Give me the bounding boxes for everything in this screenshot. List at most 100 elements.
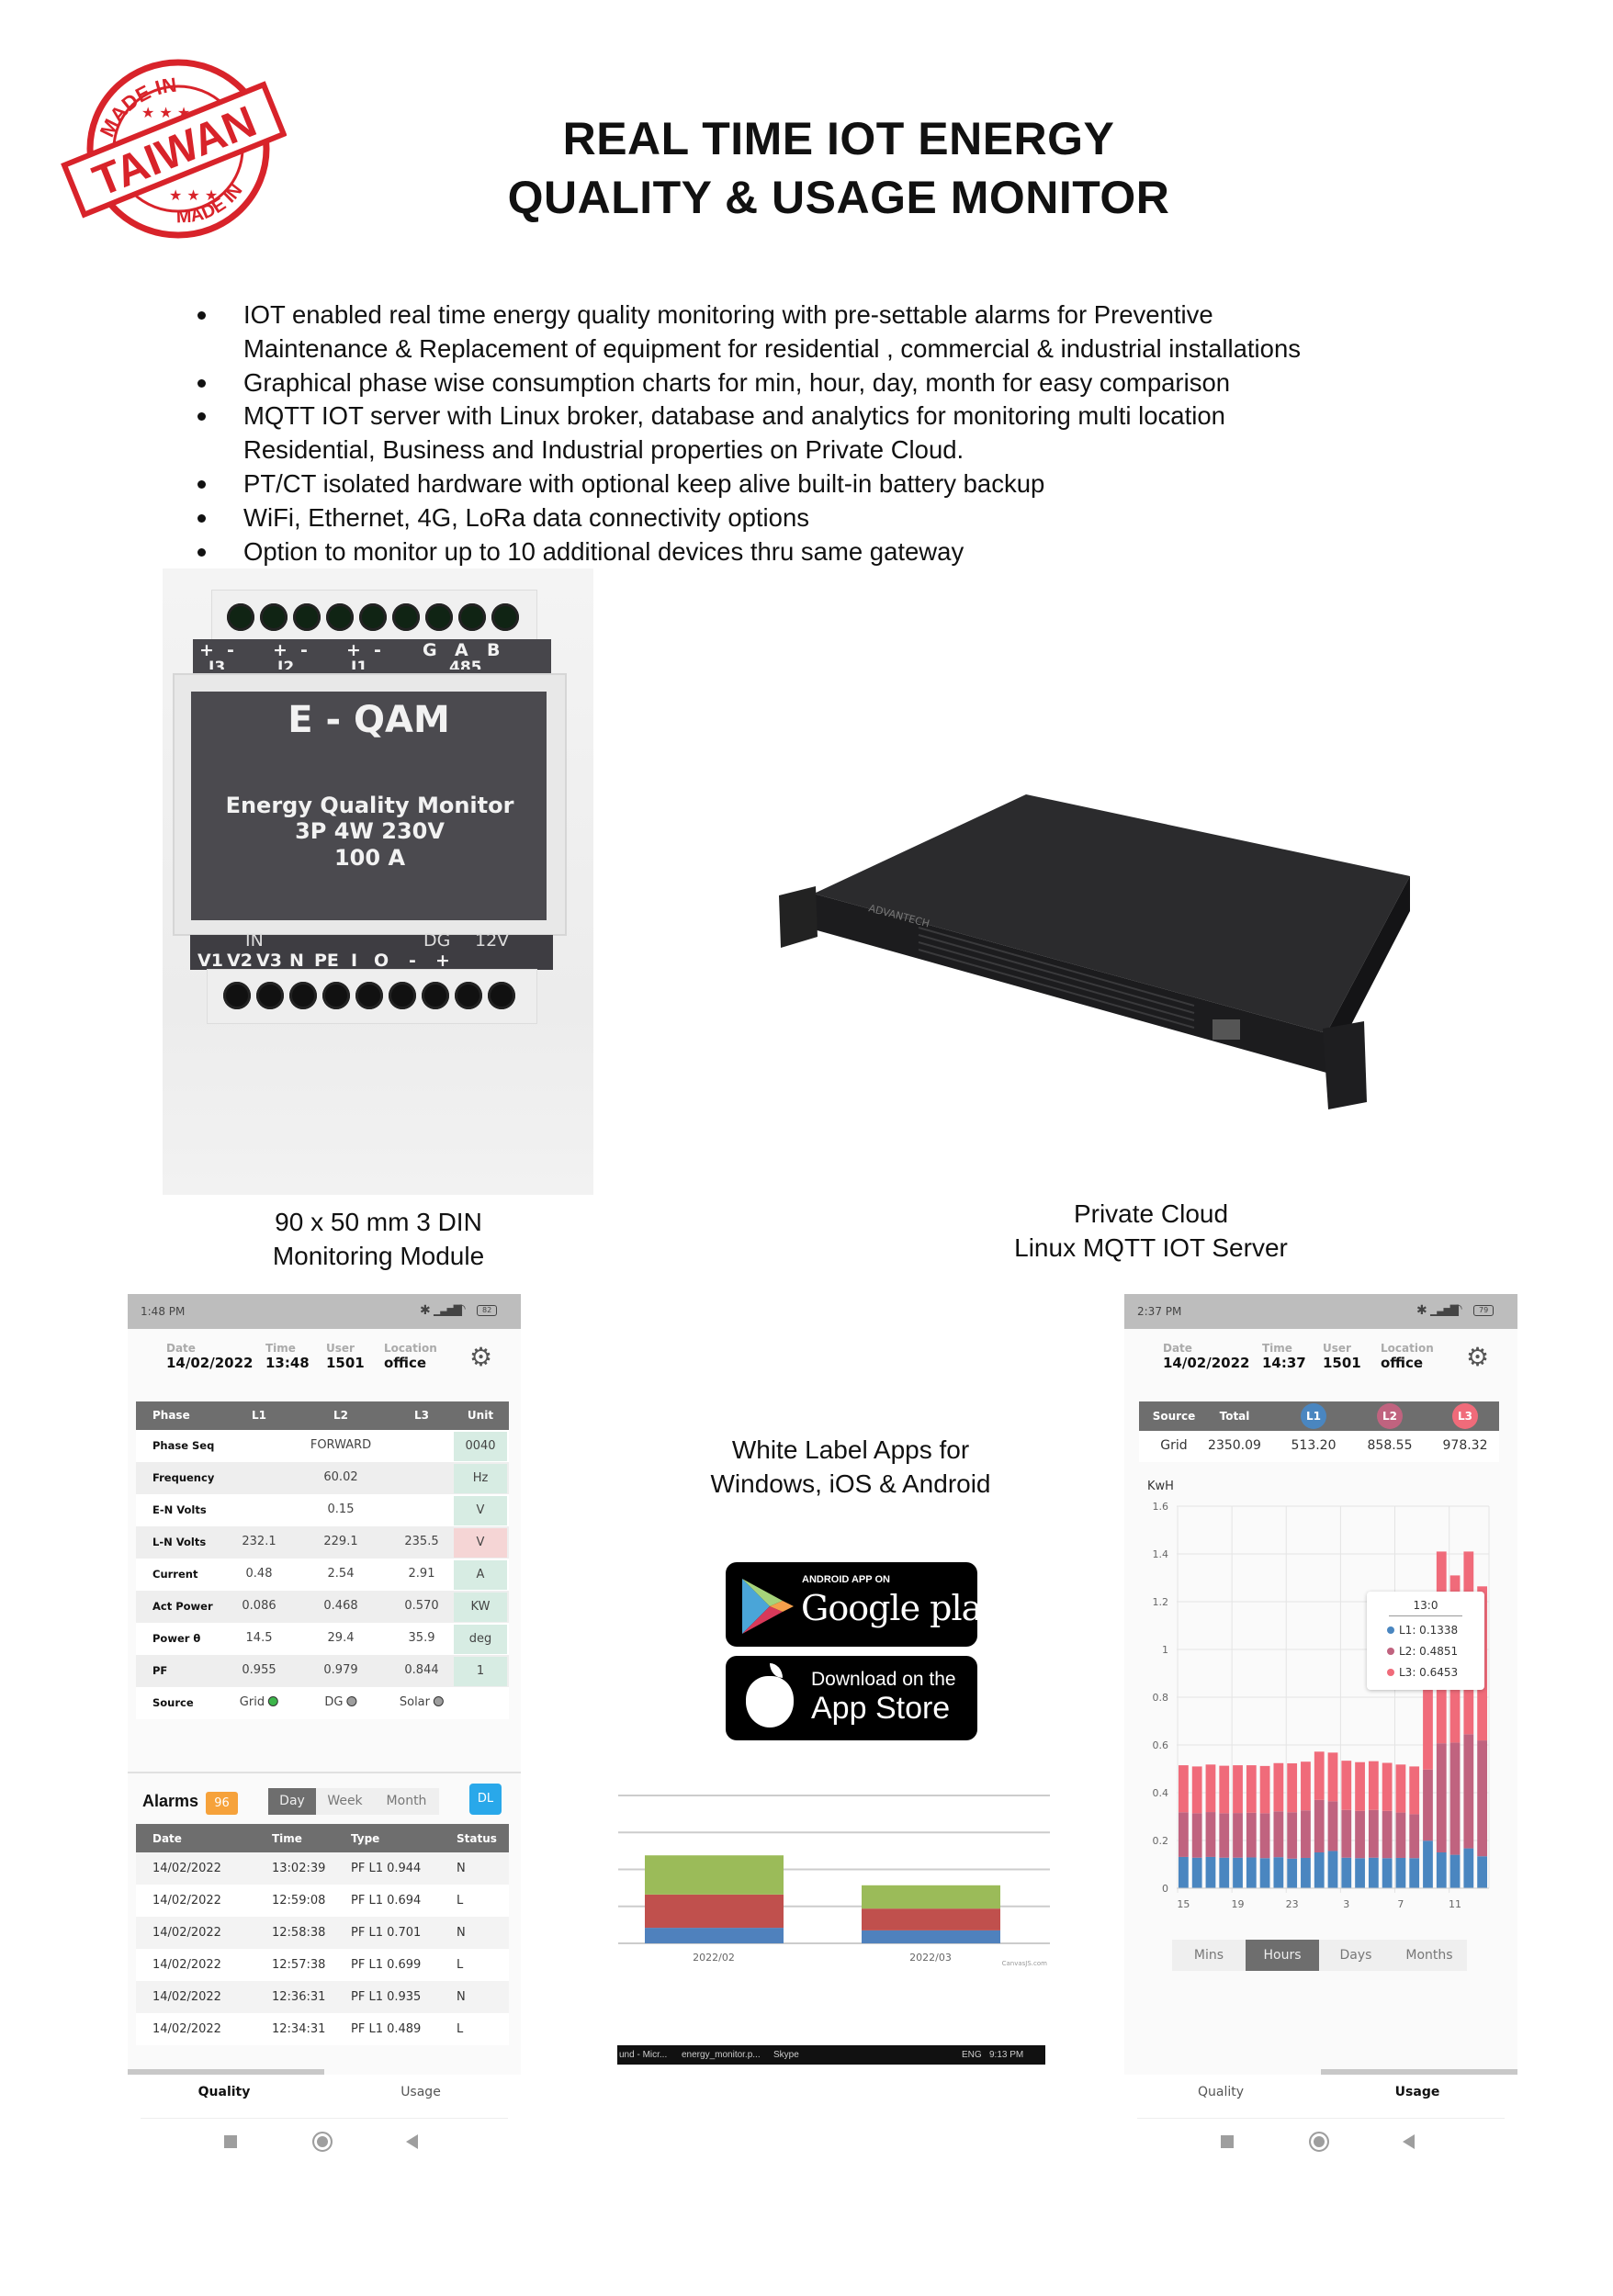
- google-play-badge[interactable]: ANDROID APP ON Google play: [726, 1562, 1001, 1647]
- nav-recents-icon[interactable]: [1221, 2135, 1234, 2148]
- bar-segment-L1: [1463, 1848, 1474, 1888]
- terminal-label: -: [409, 951, 416, 971]
- terminal-hole-top: [293, 603, 321, 631]
- range-button-days[interactable]: Days: [1339, 1948, 1372, 1963]
- nav-home-icon[interactable]: [1309, 2132, 1329, 2152]
- monitoring-module-photo: E - QAM Energy Quality Monitor 3P 4W 230…: [163, 568, 593, 1195]
- alarm-tab-month[interactable]: Month: [386, 1794, 427, 1808]
- apps-caption-1: White Label Apps for: [731, 1435, 970, 1464]
- bar-segment-L2: [1191, 1813, 1202, 1858]
- server-photo: ADVANTECH: [779, 794, 1410, 1109]
- terminal-hole-bottom: [455, 982, 482, 1009]
- bottom-bar-bg: [128, 2075, 521, 2169]
- module-brand: E - QAM: [288, 699, 450, 741]
- tab-quality[interactable]: Quality: [1197, 2085, 1245, 2099]
- bar-segment-L3: [1355, 1761, 1365, 1811]
- column-header: Total: [1219, 1410, 1250, 1423]
- settings-gear-icon[interactable]: ⚙: [1466, 1342, 1490, 1372]
- taskbar-item[interactable]: und - Micr...: [619, 2050, 668, 2060]
- terminal-label: N: [289, 951, 304, 971]
- alarm-cell: 13:02:39: [272, 1862, 326, 1875]
- tab-indicator: [1321, 2069, 1517, 2075]
- terminal-label: I3: [209, 658, 226, 677]
- bar-segment-L2: [1355, 1810, 1365, 1859]
- nav-back-icon[interactable]: [406, 2134, 418, 2149]
- terminal-label: V2: [227, 951, 253, 971]
- bar-segment-L2: [1449, 1742, 1461, 1855]
- settings-gear-icon[interactable]: ⚙: [469, 1342, 493, 1372]
- bar-segment-L3: [1368, 1761, 1379, 1810]
- source-name: Grid: [239, 1695, 269, 1709]
- module-caption-2: Monitoring Module: [272, 1242, 485, 1270]
- app-store-badge[interactable]: Download on the App Store: [726, 1656, 977, 1740]
- alarm-tab-week[interactable]: Week: [327, 1794, 363, 1808]
- row-label: E-N Volts: [152, 1503, 207, 1516]
- bar-segment-L3: [1273, 1762, 1284, 1812]
- tab-usage[interactable]: Usage: [1394, 2085, 1440, 2099]
- bullet-text: Option to monitor up to 10 additional de…: [243, 536, 964, 566]
- bar-segment-L3: [645, 1855, 784, 1895]
- range-button-hours[interactable]: Hours: [1246, 1940, 1319, 1971]
- apps-caption-2: Windows, iOS & Android: [710, 1469, 991, 1498]
- alarm-cell: 12:34:31: [272, 2022, 326, 2036]
- bar-segment-L1: [1314, 1852, 1325, 1888]
- x-tick-label: 2022/02: [693, 1952, 735, 1964]
- terminal-hole-bottom: [322, 982, 350, 1009]
- alarm-cell: 14/02/2022: [152, 1862, 221, 1875]
- bar-segment-L2: [1382, 1810, 1393, 1859]
- tab-quality[interactable]: Quality: [197, 2085, 251, 2099]
- row-value: 0.15: [327, 1503, 355, 1516]
- bar-segment-L3: [1327, 1752, 1338, 1802]
- alarm-cell: 12:57:38: [272, 1958, 326, 1972]
- range-button-months[interactable]: Months: [1405, 1948, 1453, 1963]
- summary-cell: 978.32: [1442, 1438, 1488, 1453]
- terminal-label: I1: [351, 658, 368, 677]
- row-label: Power θ: [152, 1632, 201, 1645]
- phase-badge-l1: L1: [1301, 1403, 1326, 1429]
- bar-segment-L1: [1191, 1857, 1202, 1888]
- taskbar-clock: 9:13 PM: [989, 2050, 1024, 2060]
- unit-cell: 1: [454, 1657, 507, 1686]
- source-grid: Grid: [239, 1695, 279, 1709]
- header-user-value: 1501: [1323, 1355, 1361, 1371]
- wifi-icon: ◠: [1452, 1302, 1463, 1316]
- x-tick-label: 23: [1286, 1898, 1299, 1910]
- column-header: Status: [457, 1832, 497, 1845]
- bullet-dot: [197, 479, 206, 489]
- range-button-mins[interactable]: Mins: [1193, 1948, 1224, 1963]
- bar-segment-L1: [1259, 1858, 1270, 1888]
- alarm-count-badge: 96: [206, 1792, 238, 1815]
- bullet-item: WiFi, Ethernet, 4G, LoRa data connectivi…: [197, 501, 1301, 535]
- row-value-l1: 0.48: [245, 1567, 273, 1581]
- bullet-item: Option to monitor up to 10 additional de…: [197, 535, 1301, 569]
- nav-back-icon[interactable]: [1403, 2134, 1415, 2149]
- x-tick-label: 19: [1232, 1898, 1245, 1910]
- tab-usage[interactable]: Usage: [400, 2085, 441, 2099]
- header-date-value: 14/02/2022: [166, 1355, 254, 1371]
- download-button[interactable]: DL: [469, 1784, 502, 1815]
- app-store-big: App Store: [811, 1691, 951, 1726]
- y-tick-label: 0.6: [1153, 1739, 1169, 1751]
- row-value-l2: 0.979: [323, 1663, 358, 1677]
- bar-segment-L1: [862, 1930, 1000, 1943]
- source-name: DG: [324, 1695, 347, 1709]
- terminal-hole-bottom: [289, 982, 317, 1009]
- nav-home-icon[interactable]: [312, 2132, 333, 2152]
- header-time-value: 14:37: [1262, 1355, 1306, 1371]
- source-dg: DG: [324, 1695, 357, 1709]
- page-title-line2: QUALITY & USAGE MONITOR: [507, 172, 1170, 223]
- alarm-tab-day[interactable]: Day: [268, 1788, 316, 1815]
- taskbar-item[interactable]: energy_monitor.p...: [682, 2050, 761, 2060]
- alarm-cell: 12:36:31: [272, 1990, 326, 2004]
- terminal-label: DG: [423, 930, 451, 951]
- bullet-item: Graphical phase wise consumption charts …: [197, 366, 1301, 400]
- header-date-value: 14/02/2022: [1163, 1355, 1250, 1371]
- nav-recents-icon[interactable]: [224, 2135, 237, 2148]
- bullet-item: IOT enabled real time energy quality mon…: [197, 298, 1301, 366]
- x-tick-label: 3: [1343, 1898, 1349, 1910]
- taskbar-item[interactable]: Skype: [773, 2050, 799, 2060]
